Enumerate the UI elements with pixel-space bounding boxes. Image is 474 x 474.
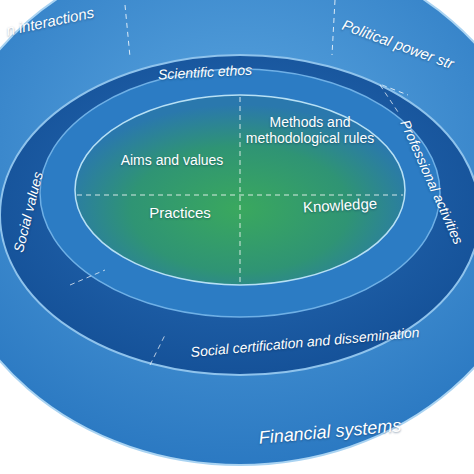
- middle-ring: Scientific ethosProfessional activitiesS…: [0, 55, 474, 375]
- core-ellipse: Aims and values Methods and methodologica…: [75, 95, 405, 285]
- quadrant-divider: [240, 97, 241, 283]
- middle-ellipse: [0, 55, 474, 375]
- quadrant-label: Aims and values: [121, 152, 224, 168]
- quadrant-label: Methods and methodological rules: [240, 114, 380, 146]
- sector-divider: [150, 335, 165, 365]
- sector-divider: [380, 85, 400, 115]
- core-ellipse-shape: [75, 95, 405, 285]
- core-fill: [75, 95, 405, 285]
- sector-divider: [125, 5, 130, 57]
- sector-divider: [332, 0, 335, 55]
- inner-band: [40, 69, 440, 317]
- sector-divider: [70, 270, 105, 285]
- quadrant-label: Practices: [149, 204, 211, 221]
